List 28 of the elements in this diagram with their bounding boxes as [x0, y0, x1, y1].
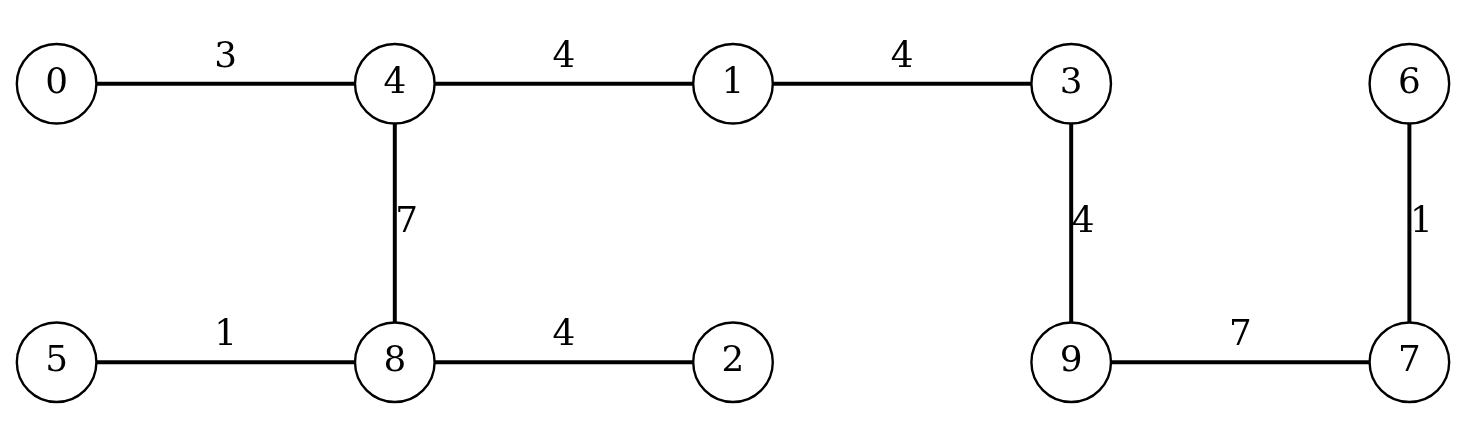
node-circle: 8 — [353, 321, 436, 404]
edge-label: 1 — [1409, 198, 1433, 240]
node-circle: 3 — [1030, 42, 1113, 125]
edge-label: 7 — [1228, 312, 1252, 354]
connector — [434, 360, 693, 365]
node-circle: 4 — [353, 42, 436, 125]
edge-label: 4 — [552, 33, 576, 75]
connector — [1069, 123, 1074, 323]
edge-label: 3 — [214, 33, 238, 75]
connector — [773, 81, 1032, 86]
edge-label: 4 — [890, 33, 914, 75]
node-circle: 9 — [1030, 321, 1113, 404]
edge-label: 4 — [552, 312, 576, 354]
edge-label: 4 — [1071, 198, 1095, 240]
connector — [392, 123, 397, 323]
node-circle: 5 — [15, 321, 98, 404]
edge-label: 7 — [395, 198, 419, 240]
node-circle: 2 — [692, 321, 774, 404]
connector — [434, 81, 693, 86]
connector — [96, 360, 355, 365]
node-circle: 1 — [692, 42, 774, 125]
node-circle: 6 — [1368, 42, 1451, 125]
node-circle: 0 — [15, 42, 98, 125]
connector — [1111, 360, 1370, 365]
node-circle: 7 — [1368, 321, 1451, 404]
edge-label: 1 — [214, 312, 238, 354]
connector — [1407, 123, 1412, 323]
connector — [96, 81, 355, 86]
